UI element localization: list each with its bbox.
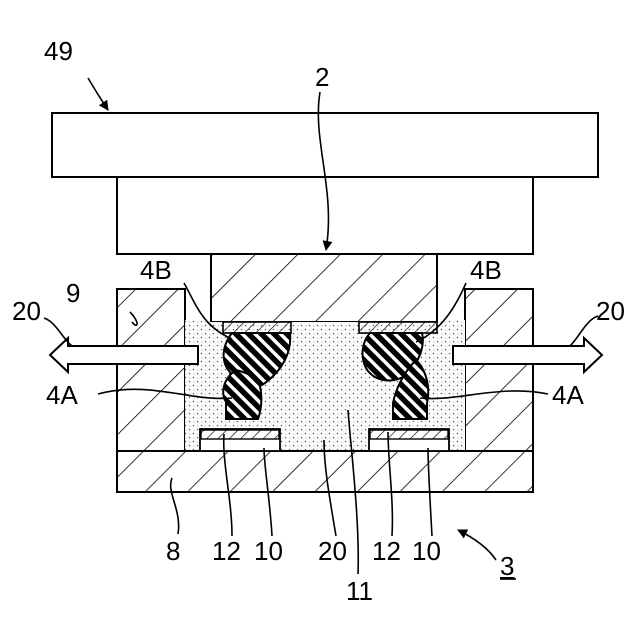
pad-12-left: [201, 430, 279, 439]
label-9: 9: [66, 278, 80, 308]
leader-20-left: [44, 318, 72, 346]
label-10-left: 10: [254, 536, 283, 566]
leader-3: [458, 530, 496, 560]
label-20-left: 20: [12, 296, 41, 326]
label-2: 2: [315, 62, 329, 92]
dam-wall-left-9: [117, 289, 185, 451]
chip-2: [211, 254, 437, 322]
label-20-right: 20: [596, 296, 625, 326]
label-12-right: 12: [372, 536, 401, 566]
label-20-center: 20: [318, 536, 347, 566]
dam-wall-right-9: [465, 289, 533, 451]
label-3: 3: [500, 551, 514, 581]
pad-12-right: [370, 430, 448, 439]
label-4b-right: 4B: [470, 255, 502, 285]
label-10-right: 10: [412, 536, 441, 566]
label-12-left: 12: [212, 536, 241, 566]
chip-pad-left: [223, 322, 291, 333]
label-4b-left: 4B: [140, 255, 172, 285]
bump-4a-left: [223, 370, 261, 419]
head-plate-49: [52, 113, 598, 177]
label-4a-right: 4A: [552, 380, 584, 410]
head-block: [117, 177, 533, 254]
leader-49: [88, 78, 108, 110]
label-4a-left: 4A: [46, 380, 78, 410]
chip-pad-right: [359, 322, 437, 333]
label-11: 11: [346, 576, 373, 606]
label-49: 49: [44, 36, 73, 66]
label-8: 8: [166, 536, 180, 566]
